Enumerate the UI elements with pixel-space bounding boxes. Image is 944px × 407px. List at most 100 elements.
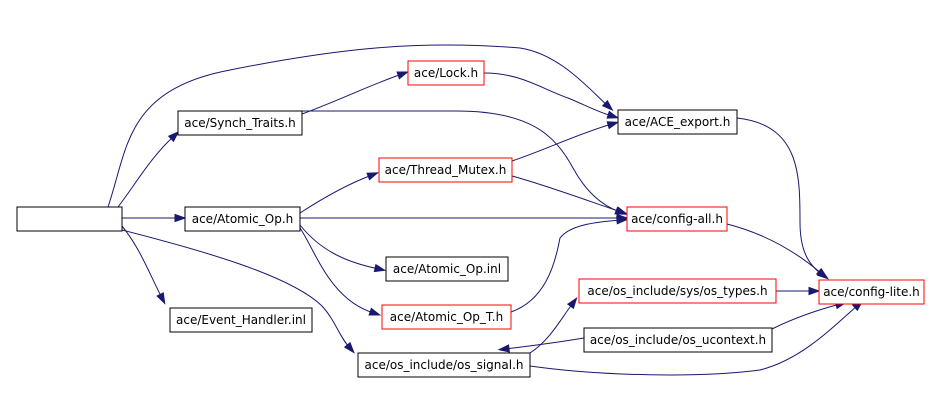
edge-os_ucontext_h-to-os_signal_h (497, 337, 585, 353)
node-config-all-h[interactable]: ace/config-all.h (626, 206, 728, 232)
node-label: ace/config-lite.h (823, 285, 920, 299)
arrowhead (497, 344, 510, 353)
edge-atomic_op_h-to-thread_mutex_h (299, 172, 380, 214)
node-os-types-h[interactable]: ace/os_include/sys/os_types.h (578, 278, 777, 304)
edge-line (771, 303, 841, 330)
node-os-signal-h: ace/os_include/os_signal.h (357, 352, 531, 378)
edge-line (299, 227, 375, 314)
arrowhead (815, 267, 828, 279)
edge-line (726, 223, 823, 275)
arrowhead (167, 130, 180, 143)
arrowhead (606, 110, 620, 119)
node-label: ace/config-all.h (631, 212, 723, 226)
edge-line (529, 302, 574, 354)
edge-line (510, 219, 622, 313)
arrowhead (615, 206, 629, 215)
node-event-handler-h: Event_Handler.h (16, 206, 123, 232)
node-box (407, 60, 485, 86)
node-thread-mutex-h[interactable]: ace/Thread_Mutex.h (378, 157, 513, 183)
node-synch-traits-h: ace/Synch_Traits.h (177, 110, 303, 136)
node-box (626, 206, 728, 232)
edge-line (736, 117, 824, 276)
node-label: ace/ACE_export.h (625, 115, 731, 129)
node-box (578, 278, 777, 304)
arrowhead (808, 286, 821, 296)
node-atomic-op-h: ace/Atomic_Op.h (184, 206, 301, 232)
edge-line (299, 224, 380, 270)
edge-atomic_op_h-to-config_all_h (300, 213, 629, 223)
edge-line (511, 175, 622, 213)
node-event-handler-inl: ace/Event_Handler.inl (169, 307, 313, 333)
edge-atomic_op_t_h-to-config_all_h (510, 216, 629, 313)
edge-os_signal_h-to-os_types_h (529, 296, 578, 354)
edges-layer (107, 44, 864, 376)
arrowhead (156, 292, 166, 305)
node-label: ace/Atomic_Op.h (192, 212, 294, 226)
edge-config_all_h-to-config_lite_h (726, 223, 828, 279)
edge-atomic_op_h-to-atomic_op_t_h (299, 227, 382, 316)
node-ace-export-h: ace/ACE_export.h (617, 109, 738, 135)
node-label: ace/Event_Handler.inl (176, 313, 306, 327)
edge-line (121, 229, 351, 349)
edge-os_ucontext_h-to-config_lite_h (771, 301, 848, 330)
node-box (378, 157, 513, 183)
edge-atomic_op_h-to-atomic_op_inl (299, 224, 387, 273)
node-label: ace/os_include/os_ucontext.h (590, 333, 766, 347)
edge-line (107, 44, 609, 208)
arrowhead (616, 216, 629, 225)
arrowhead (368, 307, 382, 316)
node-box (16, 206, 123, 232)
arrowhead (396, 71, 410, 80)
nodes-layer: Event_Handler.h ace/Synch_Traits.h ace/Ato… (16, 60, 925, 378)
edge-line (483, 72, 613, 117)
edge-line (511, 123, 613, 162)
edge-line (504, 337, 585, 350)
node-box (169, 307, 313, 333)
arrowhead (373, 263, 387, 273)
node-box (385, 256, 509, 282)
edge-line (121, 225, 163, 299)
node-label: ace/os_include/os_signal.h (365, 358, 524, 372)
node-box (583, 327, 773, 353)
arrowhead (174, 213, 187, 223)
edge-os_types_h-to-config_lite_h (776, 286, 821, 296)
node-label: ace/os_include/sys/os_types.h (587, 284, 767, 298)
arrowhead (601, 99, 614, 112)
edge-line (299, 174, 373, 214)
node-box (357, 352, 531, 378)
edge-thread_mutex_h-to-config_all_h (511, 175, 629, 215)
edge-event_handler_h-to-synch_traits_h (117, 130, 180, 208)
arrowhead (566, 296, 578, 310)
edge-line (302, 110, 621, 213)
edge-lock_h-to-ace_export_h (483, 72, 620, 119)
node-label: ace/Synch_Traits.h (184, 116, 295, 130)
node-label: Event_Handler.h (21, 212, 119, 226)
node-box (818, 279, 925, 305)
node-label: ace/Atomic_Op.inl (393, 262, 501, 276)
edge-line (529, 304, 859, 376)
node-atomic-op-inl: ace/Atomic_Op.inl (385, 256, 509, 282)
node-box (184, 206, 301, 232)
edge-ace_export_h-to-config_lite_h (736, 117, 830, 280)
arrowhead (606, 121, 620, 130)
edge-event_handler_h-to-os_signal_h (121, 229, 355, 354)
node-box (617, 109, 738, 135)
edge-line (117, 135, 175, 208)
edge-thread_mutex_h-to-ace_export_h (511, 121, 620, 162)
edge-synch_traits_h-to-lock_h (301, 71, 410, 115)
node-box (177, 110, 303, 136)
edge-line (301, 73, 403, 115)
node-label: ace/Thread_Mutex.h (385, 163, 507, 177)
node-label: ace/Atomic_Op_T.h (390, 310, 503, 324)
node-lock-h[interactable]: ace/Lock.h (407, 60, 485, 86)
arrowhead (366, 172, 380, 181)
node-atomic-op-t-h[interactable]: ace/Atomic_Op_T.h (381, 304, 512, 330)
node-label: ace/Lock.h (414, 66, 478, 80)
edge-event_handler_h-to-atomic_op_h (122, 213, 187, 223)
edge-event_handler_h-to-ace_export_h (107, 44, 614, 208)
edge-event_handler_h-to-event_handler_inl (121, 225, 166, 305)
node-box (381, 304, 512, 330)
arrowhead (343, 341, 355, 354)
node-config-lite-h[interactable]: ace/config-lite.h (818, 279, 925, 305)
